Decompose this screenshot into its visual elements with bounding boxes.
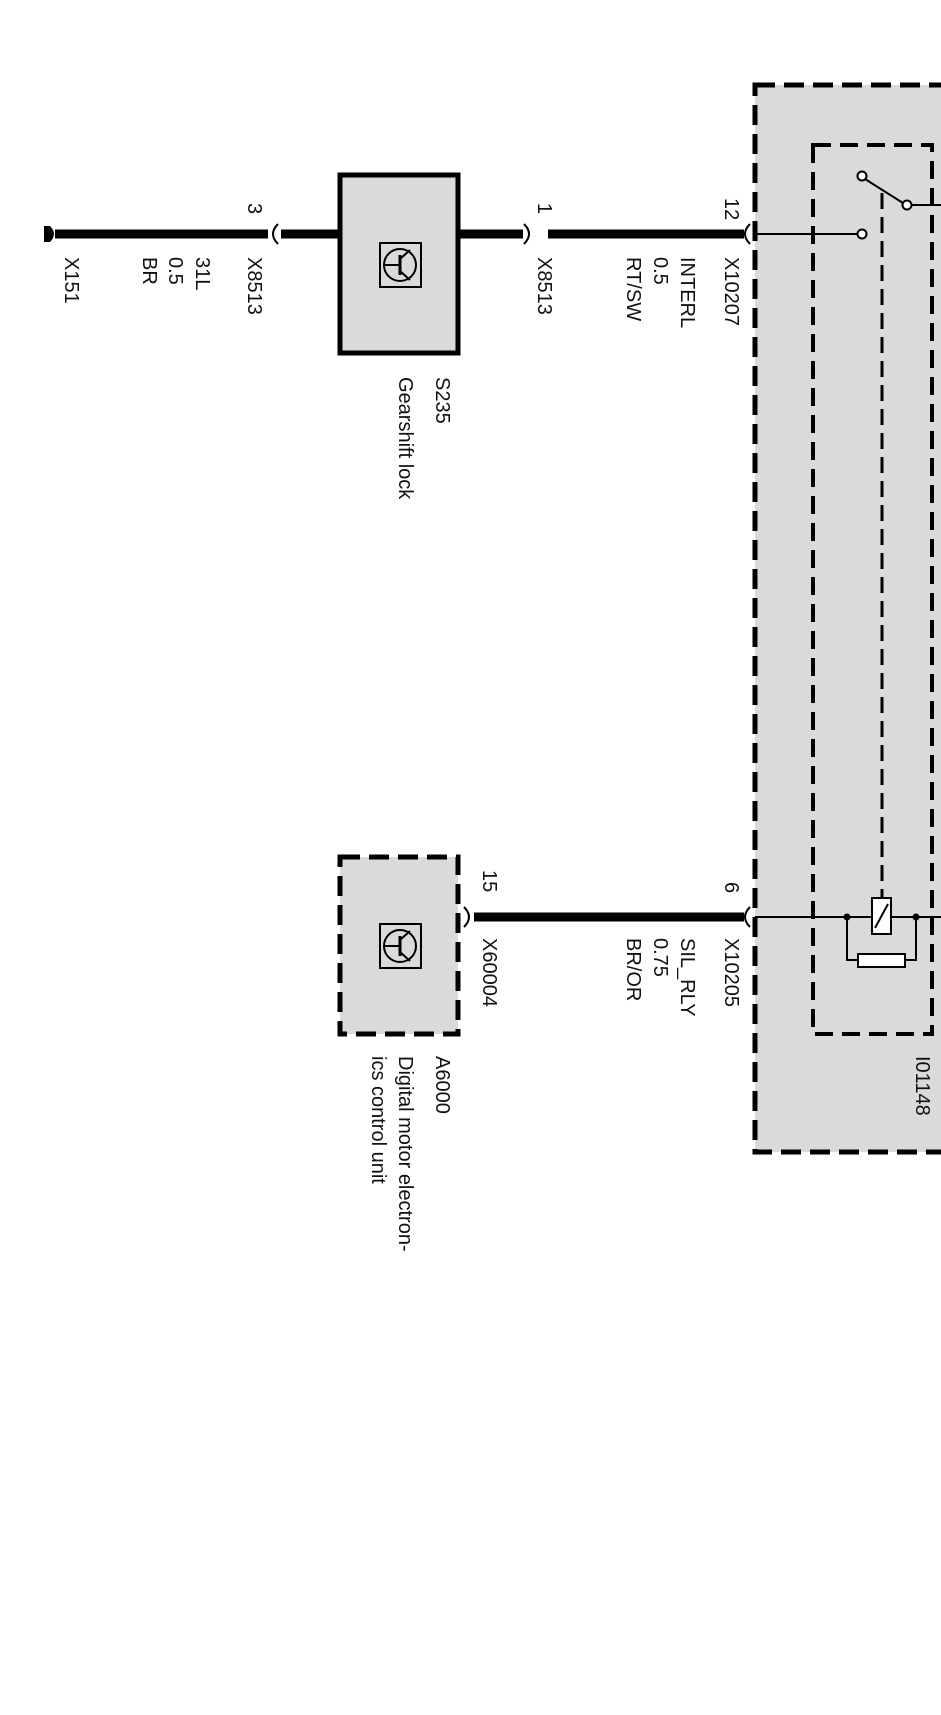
- connector-x8513-pin1-icon: [523, 223, 530, 245]
- ground-size-label: 0.5: [164, 257, 186, 285]
- wire-size-label: 0.75: [649, 938, 671, 977]
- pin-15-label: 15: [478, 870, 500, 892]
- wire-size-label: 0.5: [649, 257, 671, 285]
- wire-signal-label: SIL_RLY: [676, 938, 698, 1017]
- ground-id-label: X151: [60, 257, 82, 304]
- connector-x60004-label: X60004: [478, 938, 500, 1007]
- relay-inner-box: [811, 143, 934, 1036]
- transistor-icon: [379, 923, 422, 969]
- pin-1-label: 1: [533, 203, 555, 214]
- connector-x60004-icon: [463, 906, 470, 928]
- pin-3-label: 3: [243, 203, 265, 214]
- component-a6000-id: A6000: [431, 1056, 453, 1114]
- connector-x8513-pin3-icon: [272, 223, 279, 245]
- connector-x10205-icon: [744, 906, 751, 928]
- component-s235-id: S235: [431, 377, 453, 424]
- connector-x10207-label: X10207: [720, 257, 742, 326]
- connector-x8513-out-label: X8513: [243, 257, 265, 315]
- pin-12-label: 12: [720, 198, 742, 220]
- wire-color-label: RT/SW: [622, 257, 644, 321]
- relay-coil-icon: [755, 897, 941, 968]
- relay-switch-contact-icon: [755, 170, 941, 240]
- component-s235-name: Gearshift lock: [394, 377, 416, 500]
- ground-icon: [44, 226, 54, 242]
- pin-6-label: 6: [720, 882, 742, 893]
- transistor-icon: [379, 242, 422, 288]
- resistor-icon: [857, 953, 906, 968]
- module-id-label: I01148: [911, 1056, 933, 1116]
- dme-control-unit-component[interactable]: [337, 854, 461, 1037]
- wire-color-label: BR/OR: [622, 938, 644, 1001]
- module-i01148-box: [752, 82, 941, 1155]
- connector-x10205-label: X10205: [720, 938, 742, 1007]
- connector-x10207-icon: [744, 223, 751, 245]
- ground-signal-label: 31L: [191, 257, 213, 290]
- wire-signal-label: INTERL: [676, 257, 698, 328]
- component-a6000-name-line2: ics control unit: [367, 1056, 389, 1184]
- connector-x8513-in-label: X8513: [533, 257, 555, 315]
- component-a6000-name-line1: Digital motor electron-: [394, 1056, 416, 1252]
- ground-color-label: BR: [138, 257, 160, 285]
